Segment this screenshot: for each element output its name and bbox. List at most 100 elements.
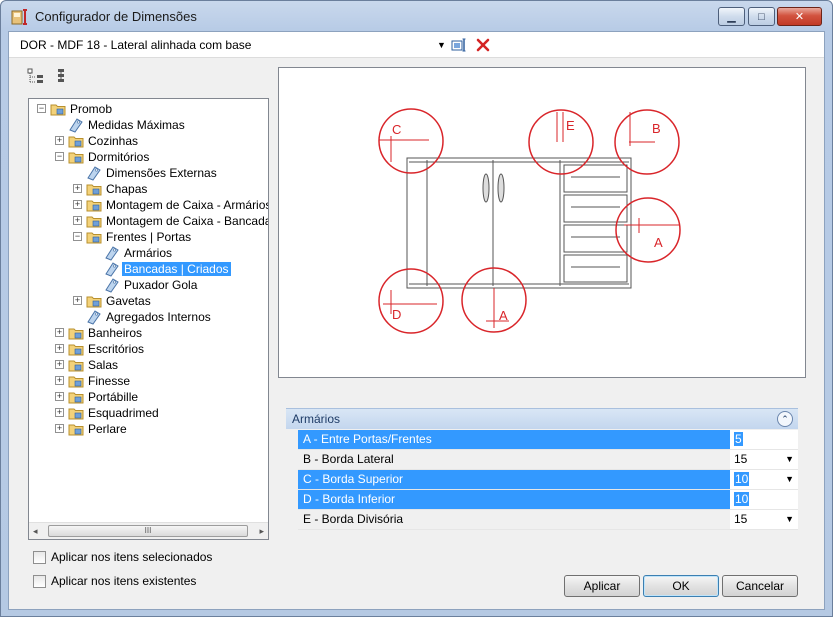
scroll-left-icon[interactable]: ◂	[33, 526, 38, 536]
scroll-right-icon[interactable]: ▸	[259, 526, 264, 536]
drawer-front-1	[563, 164, 628, 193]
tree-node[interactable]: −Promob	[29, 101, 268, 117]
tree-node-label: Banheiros	[88, 326, 143, 340]
property-value-select[interactable]: 15 ▼	[730, 450, 798, 469]
tree-node[interactable]: Dimensões Externas	[29, 165, 268, 181]
tree-node[interactable]: +Perlare	[29, 421, 268, 437]
cancel-button[interactable]: Cancelar	[722, 575, 798, 597]
collapse-toggle-icon[interactable]: −	[55, 151, 64, 161]
tree-node[interactable]: + Montagem de Caixa - Bancadas |	[29, 213, 268, 229]
collapse-toggle-icon[interactable]: −	[73, 231, 82, 241]
marker-label-d: D	[392, 307, 401, 322]
property-value-input[interactable]: 5	[730, 430, 798, 449]
tree-node[interactable]: −Frentes | Portas	[29, 229, 268, 245]
collapse-all-icon[interactable]	[53, 68, 71, 84]
tree-node[interactable]: +Chapas	[29, 181, 268, 197]
tree-node[interactable]: +Portábille	[29, 389, 268, 405]
folder-icon	[68, 136, 84, 148]
cabinet-diagram: C E B A D A	[378, 108, 681, 334]
chevron-down-icon[interactable]: ▼	[785, 514, 794, 524]
apply-selected-checkbox[interactable]	[33, 550, 46, 564]
property-value-text: 15	[734, 452, 748, 466]
tree-node[interactable]: +Salas	[29, 357, 268, 373]
tree-node-label: Bancadas | Criados	[122, 262, 231, 276]
door-handle-left	[482, 173, 490, 203]
expand-all-icon[interactable]	[27, 68, 45, 84]
collapse-toggle-icon[interactable]: −	[37, 103, 46, 113]
scroll-thumb[interactable]: III	[48, 525, 248, 537]
folder-icon	[68, 408, 84, 420]
tag-icon	[87, 310, 101, 325]
collapse-up-icon[interactable]: ⌃	[777, 411, 793, 427]
property-value-text: 15	[734, 512, 748, 526]
edit-label-icon[interactable]	[451, 38, 467, 52]
expand-toggle-icon[interactable]: +	[55, 407, 64, 417]
tree-node[interactable]: Agregados Internos	[29, 309, 268, 325]
drawer-front-4	[563, 254, 628, 283]
expand-toggle-icon[interactable]: +	[73, 295, 82, 305]
close-button[interactable]: ✕	[777, 7, 822, 26]
tag-icon	[105, 246, 119, 261]
marker-circle-a-right	[615, 197, 681, 263]
property-value-select[interactable]: 10▼	[730, 470, 798, 489]
dialog-client-area: DOR - MDF 18 - Lateral alinhada com base…	[8, 31, 825, 610]
expand-toggle-icon[interactable]: +	[55, 327, 64, 337]
property-name: A - Entre Portas/Frentes	[298, 430, 730, 449]
apply-existing-checkbox[interactable]	[33, 574, 46, 588]
tag-icon	[105, 262, 119, 277]
tree-node[interactable]: +Cozinhas	[29, 133, 268, 149]
maximize-button[interactable]: □	[748, 7, 775, 26]
expand-toggle-icon[interactable]: +	[73, 183, 82, 193]
tree-node[interactable]: Armários	[29, 245, 268, 261]
tree-node[interactable]: +Finesse	[29, 373, 268, 389]
property-value-select[interactable]: 15 ▼	[730, 510, 798, 529]
expand-toggle-icon[interactable]: +	[55, 343, 64, 353]
ok-button[interactable]: OK	[643, 575, 719, 597]
marker-circle-c	[378, 108, 444, 174]
tree-node[interactable]: Puxador Gola	[29, 277, 268, 293]
property-value-input[interactable]: 10	[730, 490, 798, 509]
expand-toggle-icon[interactable]: +	[55, 375, 64, 385]
tree-node[interactable]: +Gavetas	[29, 293, 268, 309]
apply-existing-option[interactable]: Aplicar nos itens existentes	[33, 573, 196, 589]
expand-toggle-icon[interactable]: +	[55, 391, 64, 401]
title-bar[interactable]: Configurador de Dimensões ▁ □ ✕	[1, 1, 832, 31]
tree-node[interactable]: +Esquadrimed	[29, 405, 268, 421]
tree-node[interactable]: + Banheiros	[29, 325, 268, 341]
property-row[interactable]: E - Borda Divisória 15 ▼	[298, 510, 798, 530]
profile-combo[interactable]: DOR - MDF 18 - Lateral alinhada com base	[20, 38, 252, 52]
chevron-down-icon[interactable]: ▼	[785, 474, 794, 484]
expand-toggle-icon[interactable]: +	[55, 135, 64, 145]
tree-node[interactable]: −Dormitórios	[29, 149, 268, 165]
tree-node[interactable]: +Montagem de Caixa - Armários	[29, 197, 268, 213]
property-name: D - Borda Inferior	[298, 490, 730, 509]
expand-toggle-icon[interactable]: +	[55, 359, 64, 369]
marker-label-e: E	[566, 118, 575, 133]
tree-node-label: Medidas Máximas	[88, 118, 185, 132]
tree-horizontal-scrollbar[interactable]: ◂ III ▸	[29, 522, 268, 539]
tree-node[interactable]: Medidas Máximas	[29, 117, 268, 133]
apply-selected-option[interactable]: Aplicar nos itens selecionados	[33, 549, 212, 565]
tree-node[interactable]: Bancadas | Criados	[29, 261, 268, 277]
expand-toggle-icon[interactable]: +	[73, 215, 82, 225]
properties-group-header[interactable]: Armários ⌃	[286, 408, 798, 429]
delete-x-icon[interactable]	[475, 37, 491, 53]
expand-toggle-icon[interactable]: +	[73, 199, 82, 209]
property-name: E - Borda Divisória	[298, 510, 730, 529]
chevron-down-icon[interactable]: ▼	[437, 40, 446, 50]
minimize-button[interactable]: ▁	[718, 7, 745, 26]
chevron-down-icon[interactable]: ▼	[785, 454, 794, 464]
tree-node[interactable]: +Escritórios	[29, 341, 268, 357]
cabinet-drawing	[406, 157, 632, 289]
marker-circle-b	[614, 109, 680, 175]
expand-toggle-icon[interactable]: +	[55, 423, 64, 433]
apply-button[interactable]: Aplicar	[564, 575, 640, 597]
properties-group-title: Armários	[292, 412, 341, 426]
tree-node-label: Montagem de Caixa - Bancadas |	[106, 214, 269, 228]
property-name: C - Borda Superior	[298, 470, 730, 489]
